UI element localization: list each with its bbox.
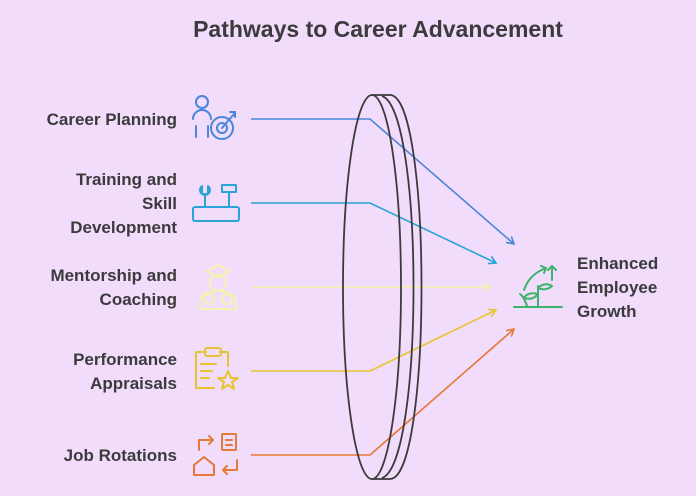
lens-inner-edge: [381, 95, 415, 479]
input-label-training: Training and Skill Development: [70, 168, 177, 240]
label-line: Development: [70, 218, 177, 237]
connector-job-rotations: [251, 327, 516, 456]
label-line: Growth: [577, 302, 637, 321]
connector-training: [251, 202, 498, 265]
output-label: Enhanced Employee Growth: [577, 252, 658, 324]
lens-back-edge: [389, 94, 423, 480]
label-line: Job Rotations: [63, 446, 177, 465]
label-line: Performance: [73, 350, 177, 369]
growth-plant-icon: [513, 265, 563, 308]
connector-career-planning: [251, 118, 516, 246]
input-label-job-rotations: Job Rotations: [64, 444, 177, 468]
label-line: Skill: [142, 194, 177, 213]
lens-front-face: [342, 94, 402, 480]
label-line: Appraisals: [90, 374, 177, 393]
lens: [342, 94, 423, 480]
input-label-performance: Performance Appraisals: [73, 348, 177, 396]
label-line: Career Planning: [46, 110, 177, 129]
label-line: Employee: [577, 278, 658, 297]
input-label-mentorship: Mentorship and Coaching: [50, 264, 177, 312]
clipboard-star-icon: [195, 347, 239, 390]
rotation-arrows-icon: [193, 433, 238, 476]
label-line: Mentorship and: [50, 266, 177, 285]
input-label-career-planning: Career Planning: [47, 108, 177, 132]
label-line: Training and: [75, 170, 177, 189]
career-target-icon: [192, 95, 236, 140]
tools-icon: [192, 184, 240, 222]
diagram-title: Pathways to Career Advancement: [193, 16, 563, 42]
connector-performance: [251, 308, 498, 372]
label-line: Enhanced: [577, 254, 659, 273]
mentor-icon: [198, 264, 238, 310]
label-line: Coaching: [99, 290, 177, 309]
connectors: [251, 118, 516, 456]
